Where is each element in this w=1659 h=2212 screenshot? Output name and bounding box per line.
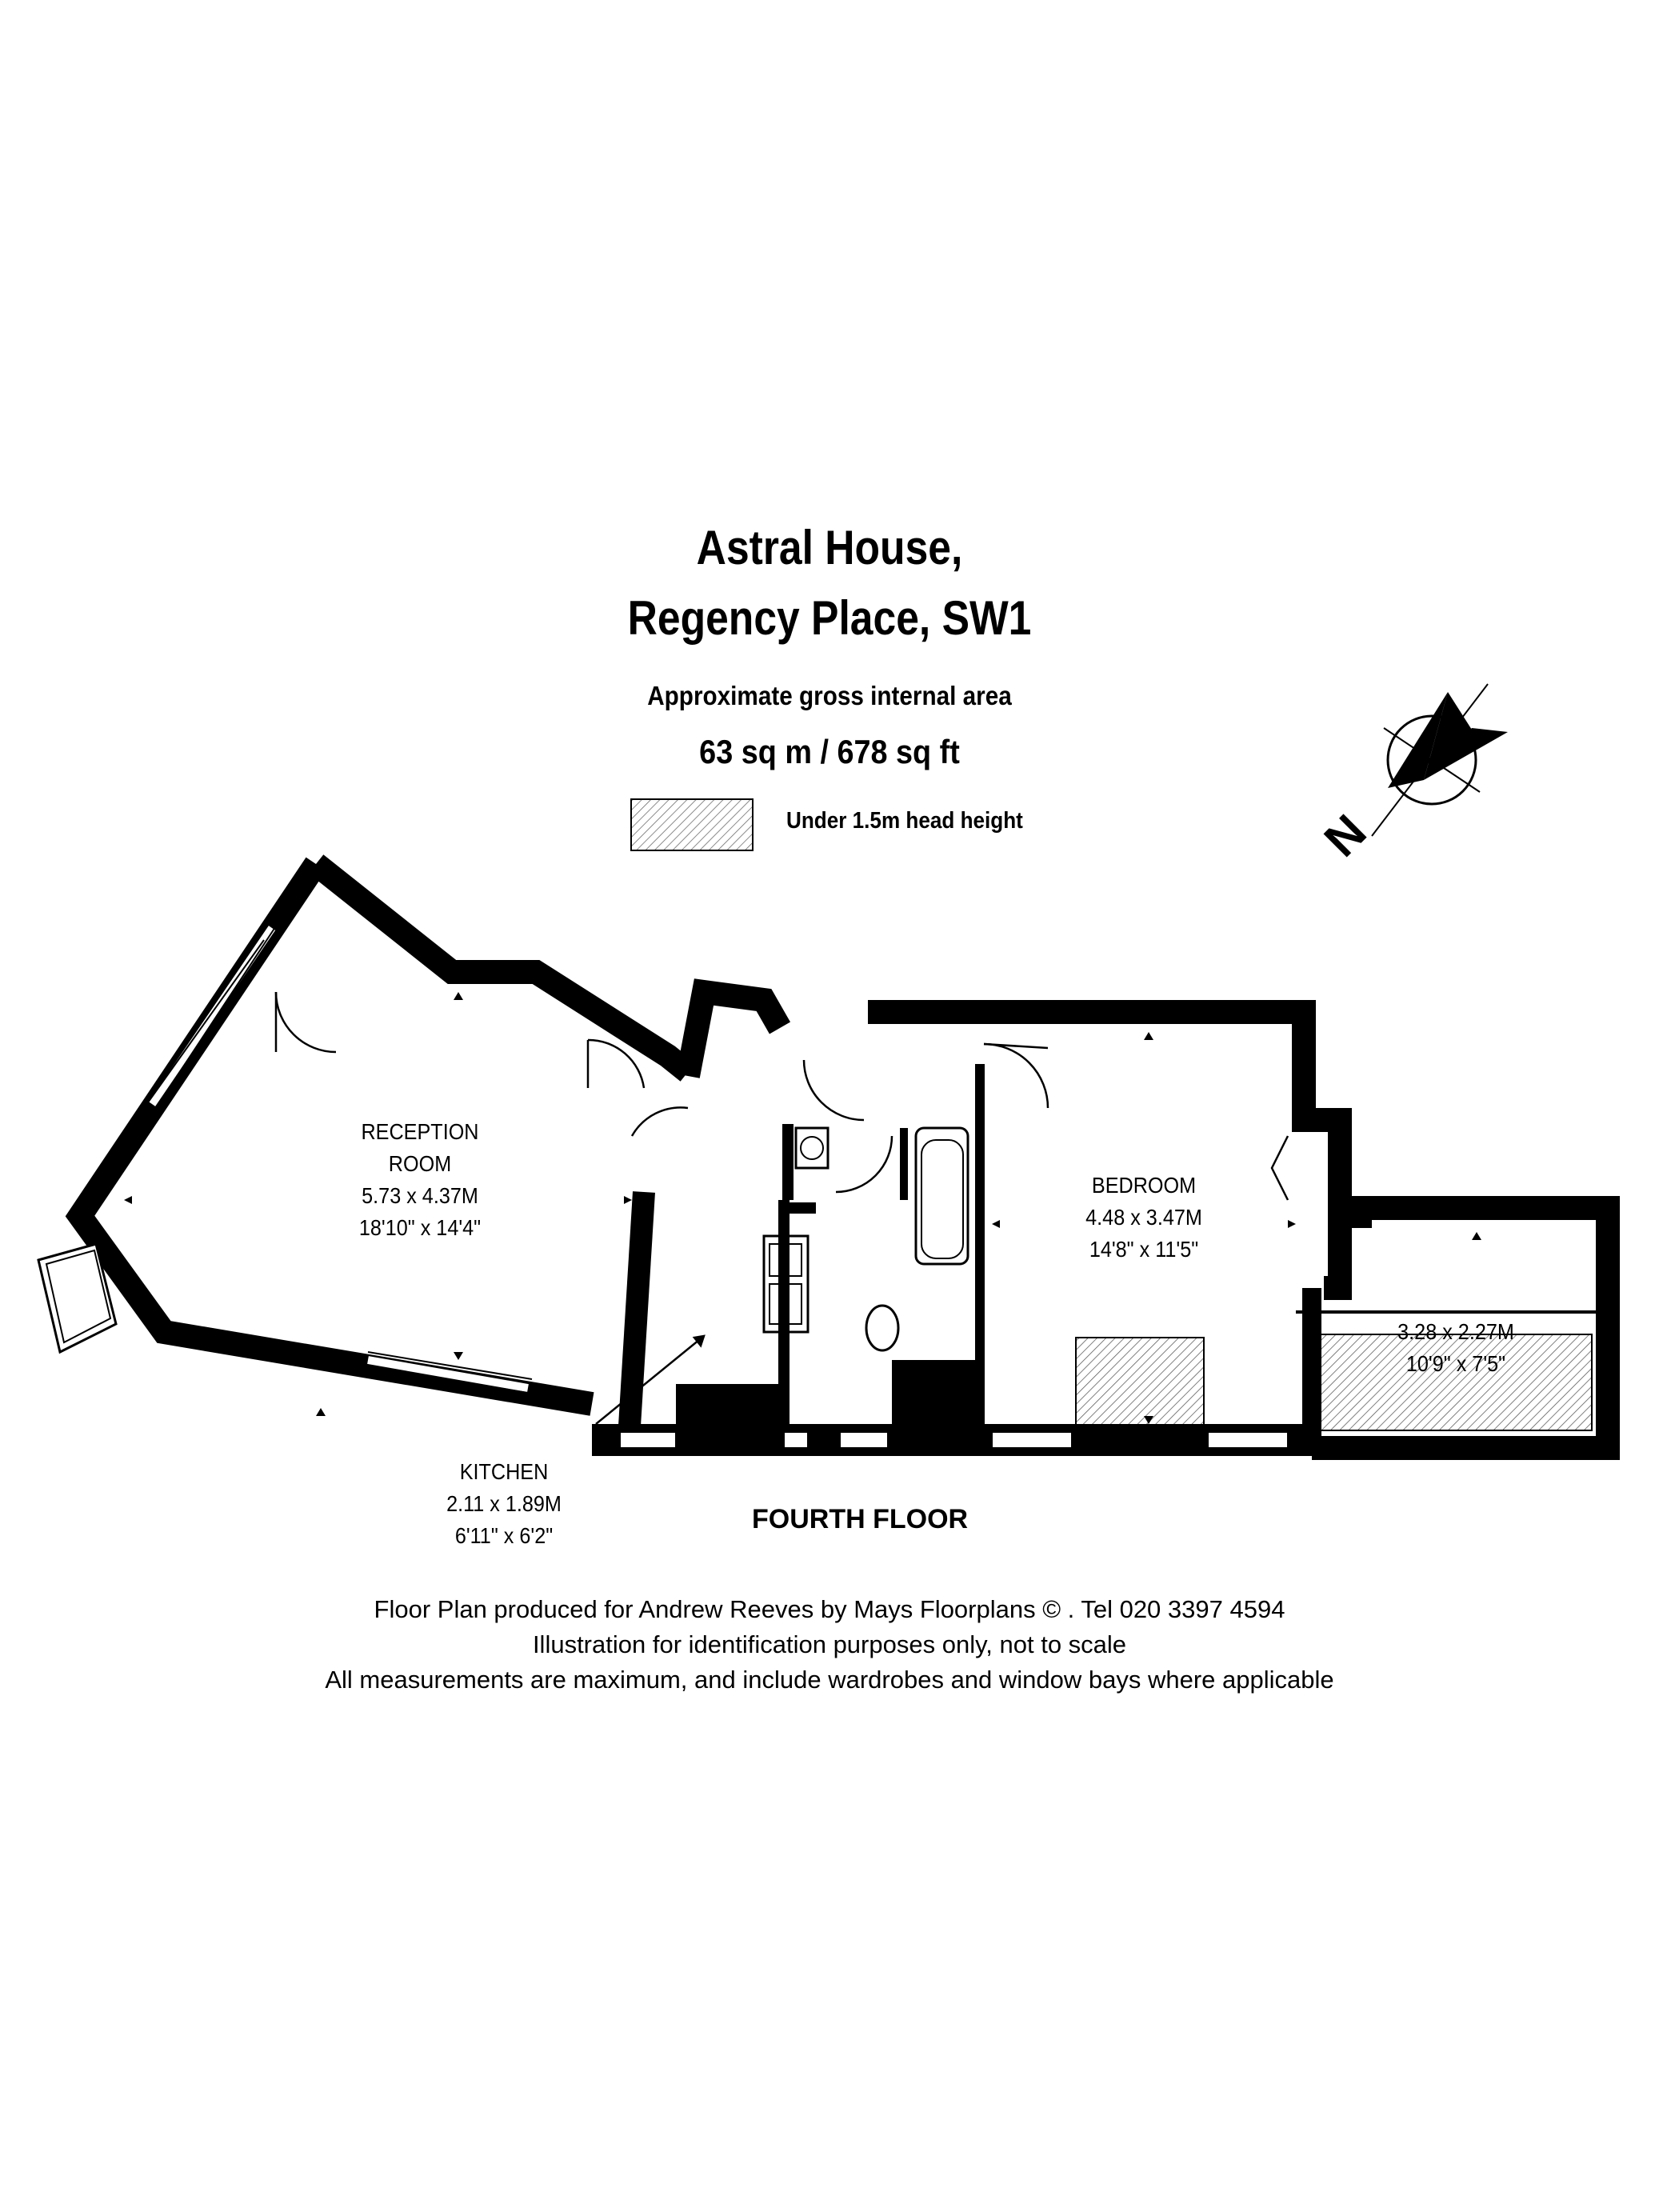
footer-notes: Floor Plan produced for Andrew Reeves by… xyxy=(0,1592,1659,1698)
reception-name-line1: RECEPTION xyxy=(361,1119,479,1144)
dimension-markers xyxy=(124,992,1481,1424)
kitchen-pointer xyxy=(595,1334,706,1425)
room-label-bedroom: BEDROOM 4.48 x 3.47M 14'8" x 11'5" xyxy=(1065,1170,1223,1266)
room-label-reception: RECEPTION ROOM 5.73 x 4.37M 18'10" x 14'… xyxy=(345,1116,496,1244)
kitchen-name: KITCHEN xyxy=(459,1459,549,1484)
footer-line3: All measurements are maximum, and includ… xyxy=(325,1666,1334,1694)
floor-label: FOURTH FLOOR xyxy=(752,1504,969,1534)
bedroom-metric: 4.48 x 3.47M xyxy=(1085,1205,1202,1230)
room-label-kitchen: KITCHEN 2.11 x 1.89M 6'11" x 6'2" xyxy=(425,1456,583,1552)
room-label-eaves: 3.28 x 2.27M 10'9" x 7'5" xyxy=(1384,1316,1528,1380)
eaves-metric: 3.28 x 2.27M xyxy=(1397,1319,1514,1344)
legend-hatch-swatch xyxy=(630,798,754,851)
bedroom-imperial: 14'8" x 11'5" xyxy=(1089,1237,1199,1262)
legend-label: Under 1.5m head height xyxy=(786,808,1023,834)
reception-name-line2: ROOM xyxy=(388,1151,452,1176)
bedroom-name: BEDROOM xyxy=(1091,1173,1197,1198)
area-caption: Approximate gross internal area xyxy=(647,681,1012,710)
low-height-area-bedroom xyxy=(1075,1337,1205,1438)
reception-metric: 5.73 x 4.37M xyxy=(362,1183,478,1208)
property-title-line2: Regency Place, SW1 xyxy=(627,591,1032,645)
footer-line2: Illustration for identification purposes… xyxy=(532,1630,1127,1658)
area-value: 63 sq m / 678 sq ft xyxy=(699,733,960,770)
door-swings xyxy=(274,991,1289,1201)
footer-line1: Floor Plan produced for Andrew Reeves by… xyxy=(374,1595,1285,1623)
central-walls xyxy=(617,978,1620,1460)
reception-imperial: 18'10" x 14'4" xyxy=(358,1215,482,1240)
bathtub xyxy=(914,1126,969,1266)
bottom-windows xyxy=(619,1431,1289,1449)
low-height-area-eaves xyxy=(1303,1334,1593,1431)
kitchen-metric: 2.11 x 1.89M xyxy=(446,1491,562,1516)
property-title-line1: Astral House, xyxy=(696,521,963,574)
kitchen-imperial: 6'11" x 6'2" xyxy=(454,1523,554,1548)
eaves-imperial: 10'9" x 7'5" xyxy=(1405,1351,1506,1376)
